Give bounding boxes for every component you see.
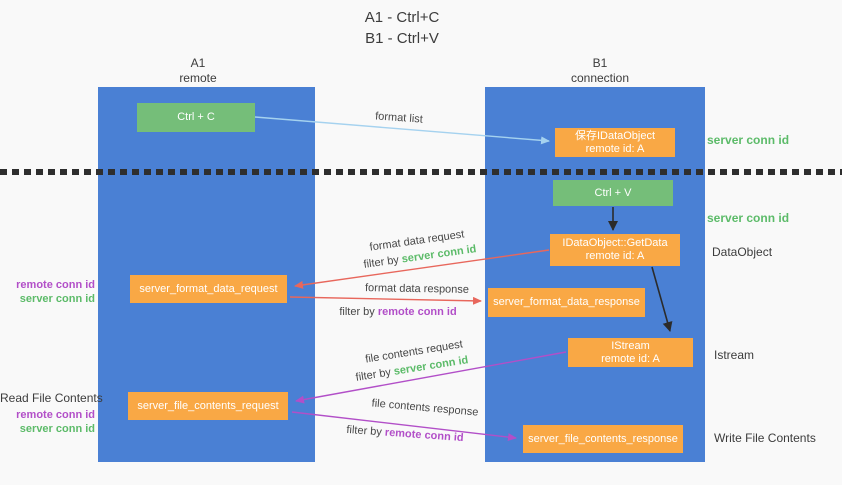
write-file-contents-label: Write File Contents <box>714 431 816 445</box>
format-data-response-arrow-label: format data response <box>364 282 470 296</box>
ctrl-c-node: Ctrl + C <box>137 103 255 132</box>
dataobject-label: DataObject <box>712 245 773 259</box>
server-conn-id-top-label: server conn id <box>707 133 790 147</box>
format-data-response-arrow <box>289 296 482 305</box>
read-file-contents-label: Read File Contents <box>0 391 103 405</box>
server-file-contents-request-label: server_file_contents_request <box>137 399 279 412</box>
ctrl-v-node: Ctrl + V <box>553 180 673 206</box>
title-line-2: B1 - Ctrl+V <box>365 30 439 47</box>
server-conn-id-mid-label: server conn id <box>707 211 790 225</box>
remote-conn-id-key: remote conn id <box>384 426 464 445</box>
column-b-subtitle: connection <box>570 71 630 85</box>
getdata-line1: IDataObject::GetData <box>562 237 668 249</box>
diagram-title: A1 - Ctrl+C B1 - Ctrl+V <box>365 7 440 49</box>
format-data-response-filter-label: filter by remote conn id <box>339 306 456 318</box>
remote-conn-id-key: remote conn id <box>377 306 457 318</box>
ctrl-c-label: Ctrl + C <box>177 111 215 123</box>
getdata-node: IDataObject::GetData remote id: A <box>550 234 680 266</box>
filter-by-text: filter by <box>354 365 395 384</box>
ctrl-v-label: Ctrl + V <box>594 186 632 199</box>
column-b-header: B1 connection <box>485 56 715 86</box>
format-list-arrow-label: format list <box>374 110 424 126</box>
istream-line2: remote id: A <box>601 352 660 365</box>
separator-dotted-line <box>0 169 842 175</box>
file-contents-response-filter-label: filter by remote conn id <box>346 424 464 444</box>
file-contents-response-arrow-label: file contents response <box>371 397 479 419</box>
server-file-contents-response-node: server_file_contents_response <box>523 425 683 453</box>
remote-conn-id-label: remote conn id <box>16 279 95 291</box>
title-line-1: A1 - Ctrl+C <box>364 9 440 26</box>
server-conn-id-label: server conn id <box>19 293 95 305</box>
filter-by-text: filter by <box>362 253 403 271</box>
save-dataobject-node: 保存IDataObject remote id: A <box>555 128 675 157</box>
save-dataobject-line1: 保存IDataObject <box>574 129 656 142</box>
column-a-subtitle: remote <box>179 71 217 85</box>
server-format-data-response-node: server_format_data_response <box>488 288 645 317</box>
getdata-line2: remote id: A <box>585 250 645 262</box>
remote-conn-id-label: remote conn id <box>16 409 95 421</box>
column-b-name: B1 <box>592 56 608 70</box>
istream-line1: IStream <box>611 339 650 352</box>
server-file-contents-response-label: server_file_contents_response <box>528 432 678 445</box>
server-format-data-response-label: server_format_data_response <box>493 296 640 308</box>
istream-node: IStream remote id: A <box>568 338 693 367</box>
column-a-header: A1 remote <box>98 56 298 86</box>
filter-by-text: filter by <box>346 423 386 439</box>
format-request-conn-ids: remote conn id server conn id <box>0 278 95 306</box>
save-dataobject-line2: remote id: A <box>585 142 645 155</box>
column-a-name: A1 <box>190 56 206 70</box>
filter-by-text: filter by <box>339 306 378 318</box>
server-format-data-request-node: server_format_data_request <box>130 275 287 303</box>
file-request-conn-ids: Read File Contents remote conn id server… <box>0 391 103 436</box>
server-conn-id-label: server conn id <box>19 423 95 435</box>
istream-side-label: Istream <box>714 348 755 362</box>
server-file-contents-request-node: server_file_contents_request <box>128 392 288 420</box>
server-format-data-request-label: server_format_data_request <box>139 282 278 295</box>
